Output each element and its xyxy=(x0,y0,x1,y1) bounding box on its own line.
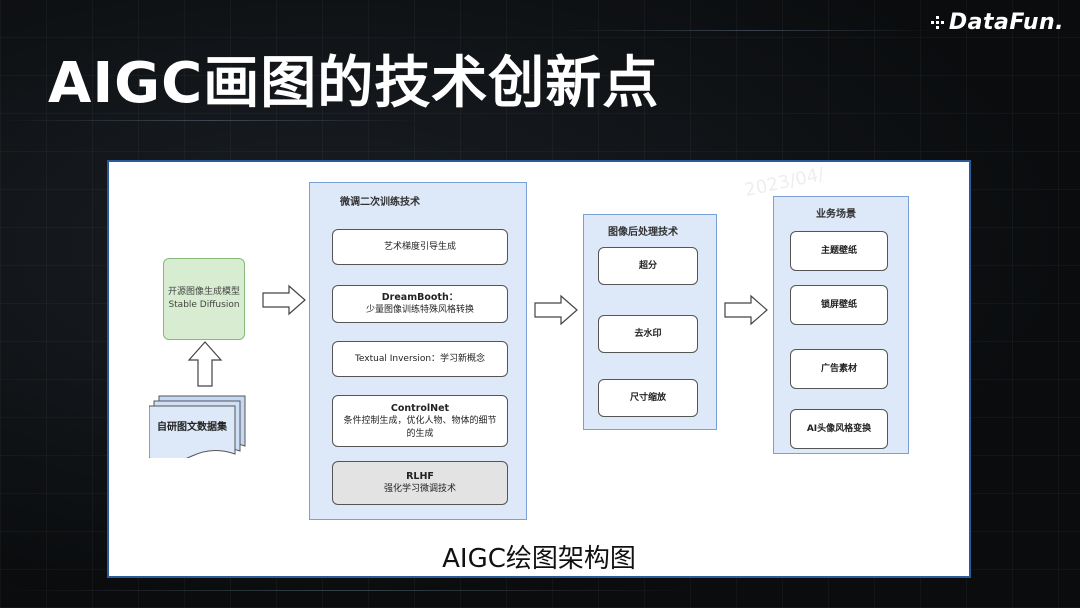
diagram-caption: AIGC绘图架构图 xyxy=(442,544,636,574)
right-arrow-icon xyxy=(724,294,768,326)
background-streak xyxy=(0,590,700,591)
business-item: 锁屏壁纸 xyxy=(790,285,888,325)
logo-dots-icon xyxy=(930,15,945,30)
source-model-name: 开源图像生成模型 xyxy=(167,287,240,297)
finetune-item: ControlNet 条件控制生成，优化人物、物体的细节 的生成 xyxy=(332,395,508,447)
finetune-item: DreamBooth： 少量图像训练特殊风格转换 xyxy=(332,285,508,323)
source-model-subtitle: Stable Diffusion xyxy=(168,300,240,310)
architecture-diagram: 2023/04/ 开源图像生成模型 Stable Diffusion 自研图文数… xyxy=(107,160,971,578)
finetune-item: Textual Inversion：学习新概念 xyxy=(332,341,508,377)
finetune-item-desc: 条件控制生成，优化人物、物体的细节 xyxy=(343,415,497,426)
finetune-column: 微调二次训练技术 艺术梯度引导生成 DreamBooth： 少量图像训练特殊风格… xyxy=(309,182,527,520)
dataset-label: 自研图文数据集 xyxy=(157,422,227,433)
finetune-item-label: RLHF xyxy=(406,471,434,482)
finetune-item: RLHF 强化学习微调技术 xyxy=(332,461,508,505)
postprocess-item: 去水印 xyxy=(598,315,698,353)
finetune-item-desc: 的生成 xyxy=(406,428,434,439)
postprocess-title: 图像后处理技术 xyxy=(608,227,678,238)
finetune-item-label: 艺术梯度引导生成 xyxy=(383,241,456,252)
business-title: 业务场景 xyxy=(816,209,856,220)
source-model-node: 开源图像生成模型 Stable Diffusion xyxy=(163,258,245,340)
postprocess-column: 图像后处理技术 超分 去水印 尺寸缩放 xyxy=(583,214,717,430)
page-title: AIGC画图的技术创新点 xyxy=(48,51,660,116)
business-column: 业务场景 主题壁纸 锁屏壁纸 广告素材 AI头像风格变换 xyxy=(773,196,909,454)
document-stack-icon xyxy=(149,395,246,458)
right-arrow-icon xyxy=(534,294,578,326)
business-item: AI头像风格变换 xyxy=(790,409,888,449)
finetune-item-desc: 少量图像训练特殊风格转换 xyxy=(365,305,474,315)
finetune-item: 艺术梯度引导生成 xyxy=(332,229,508,265)
postprocess-item: 尺寸缩放 xyxy=(598,379,698,417)
logo-text: DataFun. xyxy=(948,10,1064,35)
business-item: 主题壁纸 xyxy=(790,231,888,271)
right-arrow-icon xyxy=(262,284,306,316)
background-streak xyxy=(560,30,940,31)
finetune-item-label: Textual Inversion：学习新概念 xyxy=(354,353,486,364)
finetune-title: 微调二次训练技术 xyxy=(340,197,420,208)
finetune-item-desc: 强化学习微调技术 xyxy=(383,484,456,494)
finetune-item-label: ControlNet xyxy=(390,402,450,414)
dataset-node: 自研图文数据集 xyxy=(149,394,247,458)
background-streak xyxy=(0,120,420,121)
up-arrow-icon xyxy=(187,341,223,387)
finetune-item-label: DreamBooth： xyxy=(381,292,459,303)
postprocess-item: 超分 xyxy=(598,247,698,285)
business-item: 广告素材 xyxy=(790,349,888,389)
datafun-logo: DataFun. xyxy=(930,10,1064,35)
